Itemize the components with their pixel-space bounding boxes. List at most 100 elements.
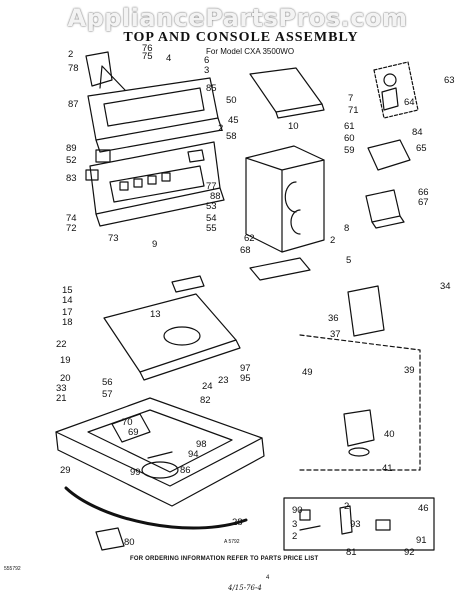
- callout-number: 37: [330, 329, 341, 340]
- callout-number: 68: [240, 245, 251, 256]
- callout-number: 41: [382, 463, 393, 474]
- callout-number: 23: [218, 375, 229, 386]
- callout-number: 86: [180, 465, 191, 476]
- callout-number: 3: [292, 519, 298, 530]
- top-frame: [55, 397, 263, 487]
- callout-number: 61: [344, 121, 355, 132]
- callout-number: 97: [240, 363, 251, 374]
- callout-number: 59: [344, 145, 355, 156]
- callout-number: 34: [440, 281, 451, 292]
- callout-number: 95: [240, 373, 251, 384]
- callout-number: 45: [228, 115, 239, 126]
- callout-number: 91: [416, 535, 427, 546]
- callout-number: 70: [122, 417, 133, 428]
- callout-number: 24: [202, 381, 213, 392]
- callout-number: 81: [346, 547, 357, 558]
- callout-number: 39: [404, 365, 415, 376]
- callout-number: 17: [62, 307, 73, 318]
- callout-number: 58: [226, 131, 237, 142]
- callout-number: 9: [152, 239, 158, 250]
- callout-number: 63: [444, 75, 455, 86]
- lid-plate: [249, 67, 323, 113]
- callout-number: 93: [350, 519, 361, 530]
- callout-number: 21: [56, 393, 67, 404]
- callout-number: 22: [56, 339, 67, 350]
- callout-number: 67: [418, 197, 429, 208]
- callout-number: 2: [330, 235, 336, 246]
- callout-number: 5: [346, 255, 352, 266]
- callout-number: 73: [108, 233, 119, 244]
- callout-number: 13: [150, 309, 161, 320]
- callout-number: 28: [232, 517, 243, 528]
- callout-number: 72: [66, 223, 77, 234]
- model-line: For Model CXA 3500WO: [206, 47, 295, 56]
- callout-number: 60: [344, 133, 355, 144]
- page-number: 4: [266, 575, 270, 581]
- callout-number: 54: [206, 213, 217, 224]
- cabinet-box: [245, 145, 325, 253]
- page-title: TOP AND CONSOLE ASSEMBLY: [123, 30, 359, 45]
- callout-number: 87: [68, 99, 79, 110]
- gasket: [64, 486, 248, 530]
- callout-number: 65: [416, 143, 427, 154]
- callout-number: 2: [68, 49, 74, 60]
- parts-inset: [283, 497, 435, 551]
- callout-number: 15: [62, 285, 73, 296]
- callout-number: 71: [348, 105, 359, 116]
- callout-number: 2: [344, 501, 350, 512]
- callout-number: 75: [142, 51, 153, 62]
- callout-number: 19: [60, 355, 71, 366]
- callout-number: 46: [418, 503, 429, 514]
- callout-number: 3: [204, 65, 210, 76]
- callout-number: 74: [66, 213, 77, 224]
- callout-number: 29: [60, 465, 71, 476]
- callout-number: 85: [206, 83, 217, 94]
- callout-number: 55: [206, 223, 217, 234]
- cover-plate: [103, 293, 237, 373]
- document-code: 555792: [4, 566, 21, 572]
- callout-number: 52: [66, 155, 77, 166]
- callout-number: 33: [56, 383, 67, 394]
- callout-number: 36: [328, 313, 339, 324]
- callout-number: 78: [68, 63, 79, 74]
- callout-number: 80: [124, 537, 135, 548]
- callout-number: 49: [302, 367, 313, 378]
- callout-number: 40: [384, 429, 395, 440]
- callout-number: 6: [204, 55, 210, 66]
- callout-number: 99: [130, 467, 141, 478]
- filter-cup: [95, 527, 125, 551]
- callout-number: 77: [206, 181, 217, 192]
- callout-number: 92: [404, 547, 415, 558]
- watermark: AppliancePartsPros.com: [67, 4, 408, 32]
- callout-number: 89: [66, 143, 77, 154]
- motor: [343, 409, 375, 447]
- ordering-note: FOR ORDERING INFORMATION REFER TO PARTS …: [130, 556, 319, 562]
- callout-number: 53: [206, 201, 217, 212]
- callout-number: 82: [200, 395, 211, 406]
- callout-number: 64: [404, 97, 415, 108]
- callout-number: 62: [244, 233, 255, 244]
- callout-number: 20: [60, 373, 71, 384]
- switch-box: [365, 189, 401, 223]
- drawing-number: A 5792: [224, 539, 240, 545]
- callout-number: 90: [292, 505, 303, 516]
- callout-number: 84: [412, 127, 423, 138]
- callout-number: 2: [292, 531, 298, 542]
- callout-number: 2: [218, 123, 224, 134]
- callout-number: 10: [288, 121, 299, 132]
- callout-number: 94: [188, 449, 199, 460]
- callout-number: 18: [62, 317, 73, 328]
- callout-number: 88: [210, 191, 221, 202]
- callout-number: 69: [128, 427, 139, 438]
- handwritten-signature: 4/15-76-4: [228, 584, 262, 592]
- callout-number: 98: [196, 439, 207, 450]
- callout-number: 50: [226, 95, 237, 106]
- console-panel: [87, 77, 219, 141]
- callout-number: 4: [166, 53, 172, 64]
- callout-number: 7: [348, 93, 354, 104]
- callout-number: 83: [66, 173, 77, 184]
- callout-number: 56: [102, 377, 113, 388]
- callout-number: 8: [344, 223, 350, 234]
- callout-number: 14: [62, 295, 73, 306]
